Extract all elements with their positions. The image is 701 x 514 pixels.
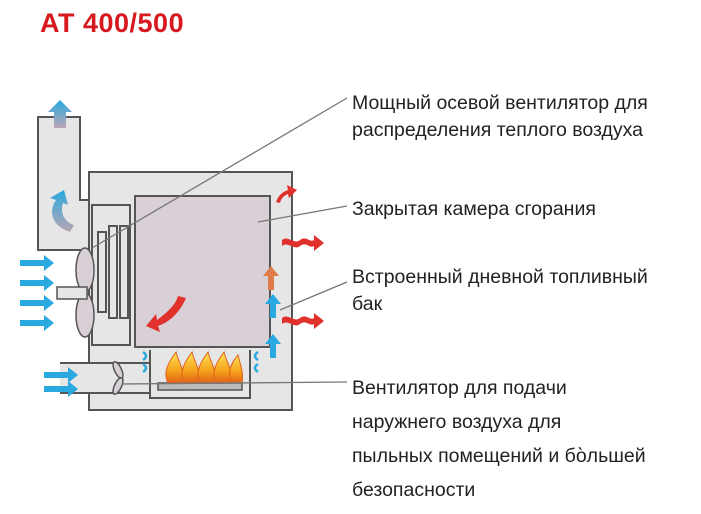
axial-fan bbox=[56, 247, 95, 338]
label-axial-fan: Мощный осевой вентилятор для распределен… bbox=[352, 92, 648, 141]
cold-air-arrows bbox=[20, 255, 281, 397]
top-corner-arrow bbox=[276, 185, 297, 203]
heat-exchanger-fins bbox=[97, 225, 129, 319]
page-title: AT 400/500 bbox=[40, 8, 185, 38]
intake-fan bbox=[112, 360, 124, 396]
recirculation-arrow bbox=[146, 296, 186, 332]
warm-air-arrows bbox=[282, 235, 324, 329]
label-intake-fan: Вентилятор для подачи наружнего воздуха … bbox=[352, 377, 646, 501]
flames bbox=[165, 350, 243, 384]
label-combustion-chamber: Закрытая камера сгорания bbox=[352, 198, 596, 220]
leader-lines bbox=[91, 97, 348, 385]
chimney bbox=[37, 116, 93, 251]
flue-arrow bbox=[50, 190, 74, 232]
label-fuel-tank: Встроенный дневной топливный бак bbox=[352, 266, 648, 315]
burner-air-arrows bbox=[142, 350, 259, 374]
burner-tray bbox=[149, 350, 251, 399]
exhaust-arrow bbox=[48, 100, 72, 128]
tank-up-arrow bbox=[263, 266, 279, 290]
